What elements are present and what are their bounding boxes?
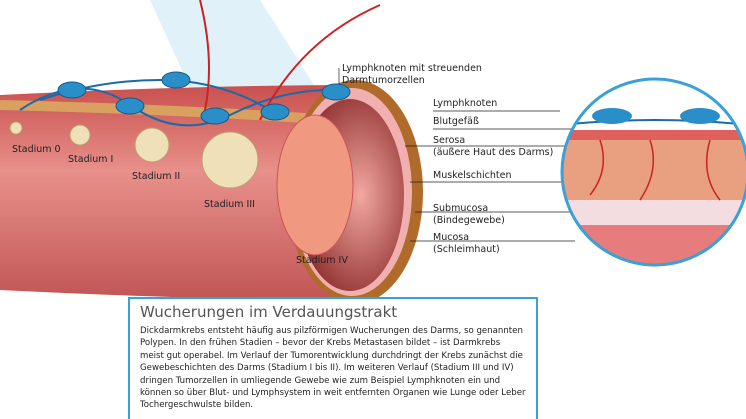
stage-2-label: Stadium II (132, 171, 181, 182)
label-mucosa: Mucosa (Schleimhaut) (433, 232, 500, 256)
label-lymph-spread: Lymphknoten mit streuenden Darmtumorzell… (342, 63, 482, 87)
info-box: Wucherungen im Verdauungstrakt Dickdarmk… (128, 297, 538, 419)
label-blutgefaess: Blutgefäß (433, 116, 479, 127)
label-lymphknoten: Lymphknoten (433, 98, 498, 109)
info-title: Wucherungen im Verdauungstrakt (140, 303, 398, 321)
serosa-desc: (äußere Haut des Darms) (433, 147, 554, 158)
mucosa-desc: (Schleimhaut) (433, 244, 500, 255)
stage-3-label: Stadium III (204, 199, 255, 210)
label-line-1: Lymphknoten mit streuenden (342, 63, 482, 74)
label-line-2: Darmtumorzellen (342, 75, 425, 86)
label-muskel: Muskelschichten (433, 170, 512, 181)
label-serosa: Serosa (äußere Haut des Darms) (433, 135, 553, 159)
submucosa-title: Submucosa (433, 203, 489, 214)
stage-4-label: Stadium IV (296, 255, 348, 266)
stage-1-label: Stadium I (68, 154, 114, 165)
stage-0-label: Stadium 0 (12, 144, 61, 155)
serosa-title: Serosa (433, 135, 466, 146)
info-body: Dickdarmkrebs entsteht häufig aus pilzfö… (140, 326, 526, 411)
submucosa-desc: (Bindegewebe) (433, 215, 505, 226)
mucosa-title: Mucosa (433, 232, 470, 243)
label-submucosa: Submucosa (Bindegewebe) (433, 203, 505, 227)
